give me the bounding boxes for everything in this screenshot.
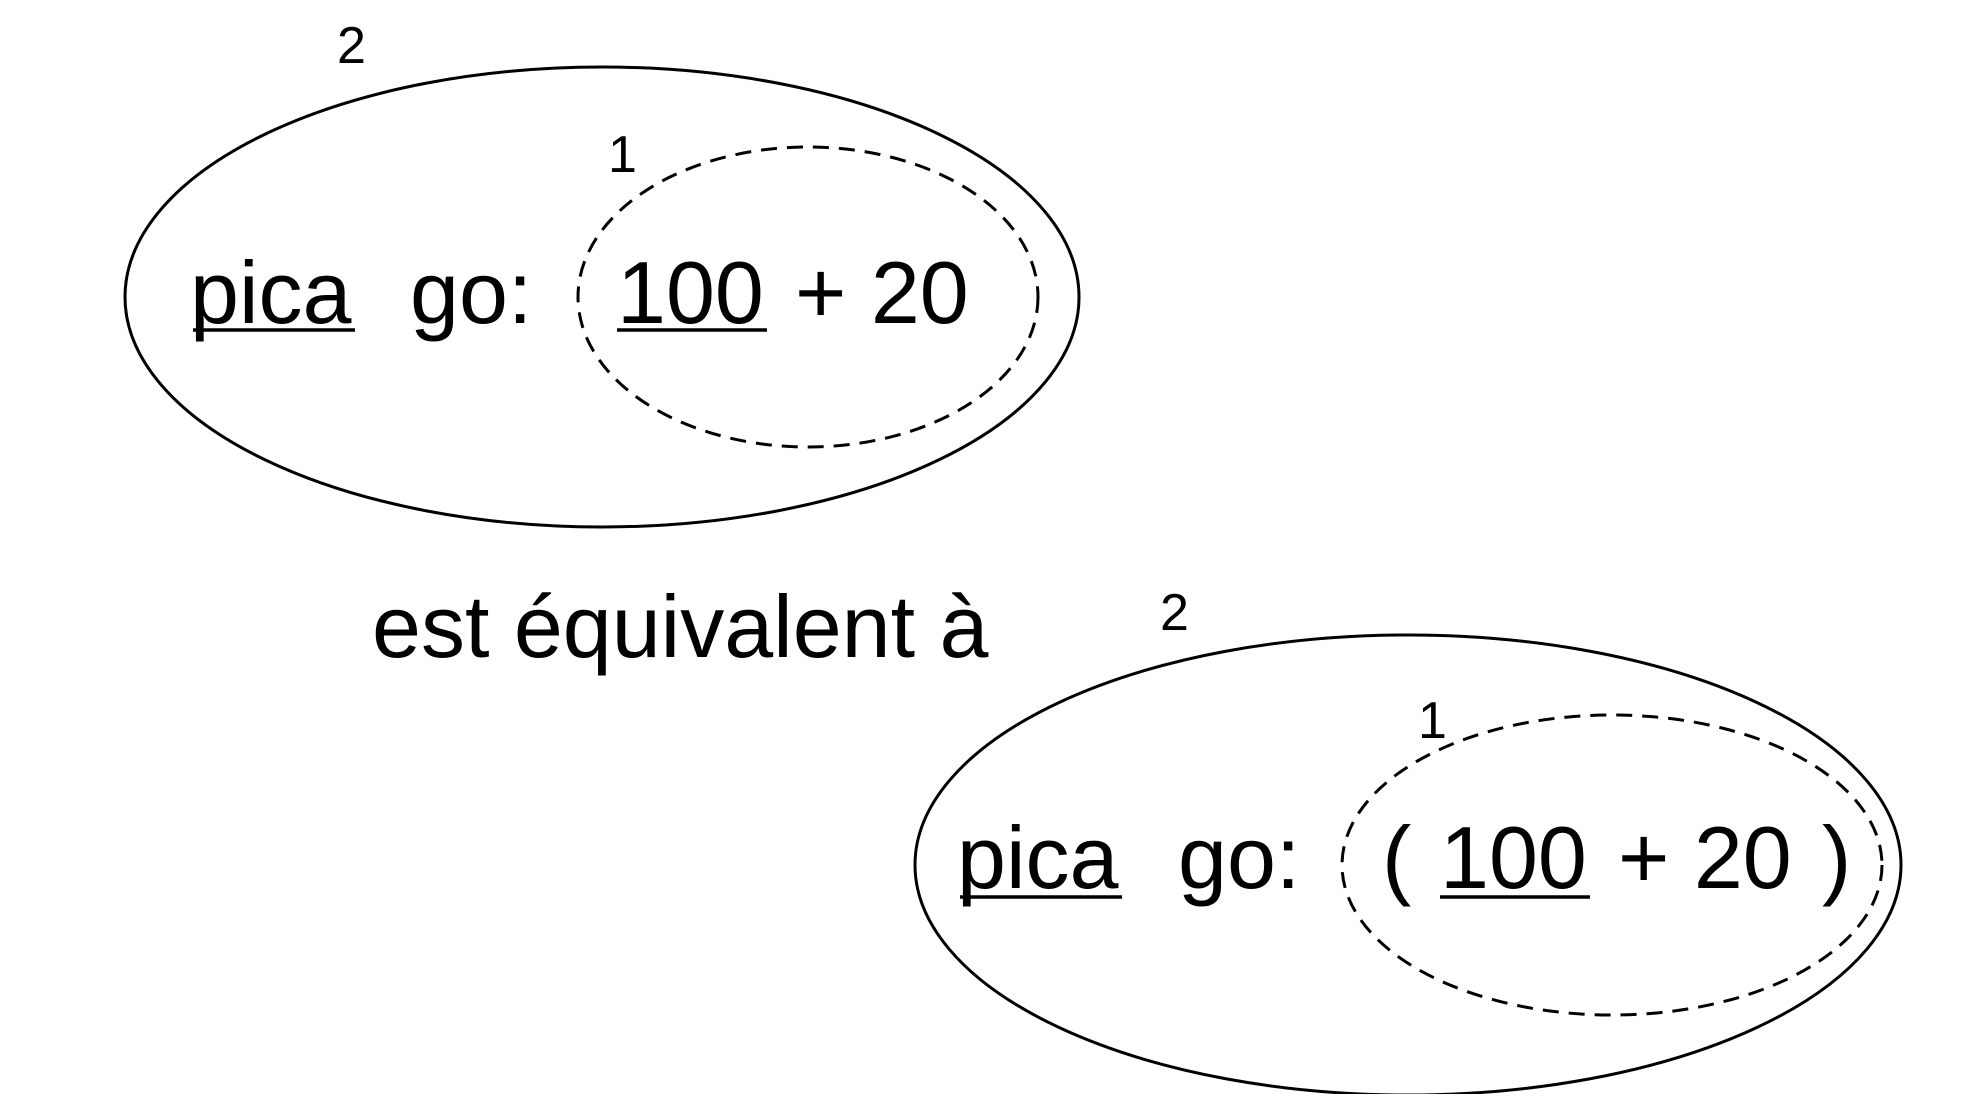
bottom-operand: 100 (1440, 808, 1587, 907)
bottom-outer-label: 2 (1160, 584, 1189, 642)
bottom-rest: + 20 (1618, 808, 1792, 907)
top-inner-dashed-ellipse (576, 145, 1040, 449)
bottom-expression-group: 2 1 pica go: ( 100 + 20 ) (913, 584, 1903, 1097)
top-inner-label: 1 (608, 126, 637, 184)
bottom-receiver: pica (957, 808, 1118, 907)
bottom-inner-dashed-ellipse (1340, 713, 1884, 1017)
top-outer-label: 2 (337, 17, 366, 75)
bottom-inner-label: 1 (1418, 692, 1447, 750)
bottom-open-paren: ( (1382, 808, 1411, 907)
top-outer-ellipse (123, 65, 1081, 529)
top-receiver: pica (190, 243, 351, 342)
top-selector: go: (410, 243, 532, 342)
top-operand: 100 (617, 243, 764, 342)
equivalence-text: est équivalent à (372, 577, 988, 676)
top-rest: + 20 (795, 243, 969, 342)
bottom-close-paren: ) (1822, 808, 1851, 907)
bottom-selector: go: (1178, 808, 1300, 907)
top-expression-group: 2 1 pica go: 100 + 20 (123, 17, 1081, 529)
